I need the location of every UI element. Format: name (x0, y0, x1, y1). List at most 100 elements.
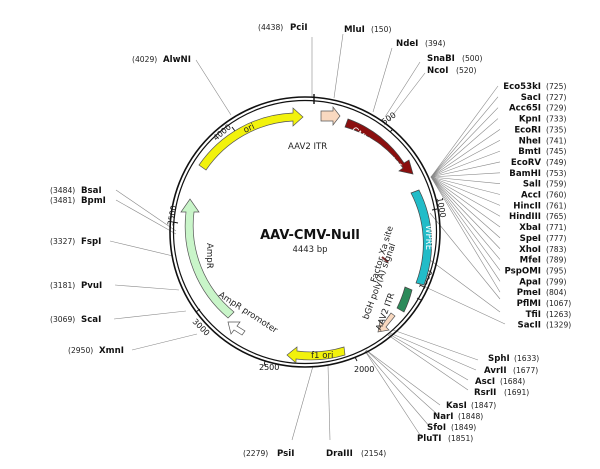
site-name: AvrII (484, 366, 507, 376)
site-connector (430, 176, 501, 239)
site-name: PflMI (517, 299, 541, 309)
site-pos: (729) (546, 104, 566, 113)
site-name: NcoI (427, 66, 448, 76)
site-name: PsiI (277, 449, 294, 459)
site-pos: (2279) (243, 449, 268, 458)
site-name: SacI (521, 93, 541, 103)
site-pos: (1067) (546, 299, 571, 308)
plasmid-size: 4443 bp (292, 245, 327, 255)
tick-2000: 2000 (354, 365, 374, 374)
site-name: SphI (488, 354, 510, 364)
site-pos: (1263) (546, 310, 571, 319)
site-name: BpmI (81, 196, 106, 206)
site-connector (430, 176, 501, 260)
site-pos: (753) (546, 169, 566, 178)
site-pos: (804) (546, 288, 566, 297)
site-name: SnaBI (427, 54, 455, 64)
site-name: BsaI (81, 186, 102, 196)
site-connector (430, 129, 501, 178)
site-name: Eco53kI (503, 82, 541, 92)
site-connector (430, 107, 499, 178)
left-site-labels: (4029) AlwNI (3484) BsaI (3481) BpmI (33… (50, 55, 191, 356)
site-pos: (1633) (514, 354, 539, 363)
site-pos: (795) (546, 266, 566, 275)
site-name: SpeI (520, 234, 541, 244)
aav2-itr-bottom-feature (377, 312, 396, 333)
site-pos: (520) (456, 66, 476, 75)
site-connector (430, 176, 501, 249)
site-name: PciI (290, 23, 308, 33)
bgh-polya-feature (396, 286, 413, 313)
site-connector (430, 150, 501, 178)
site-name: NarI (433, 412, 453, 422)
site-connector (430, 176, 501, 195)
tick-3500: 3500 (166, 205, 178, 227)
site-name: PluTI (417, 434, 441, 444)
site-name: SfoI (427, 423, 446, 433)
site-name: ApaI (519, 277, 541, 287)
site-name: BmtI (518, 147, 541, 157)
right-site-labels: Eco53kI(725)SacI(727)Acc65I(729)KpnI(733… (503, 82, 571, 331)
site-name: KpnI (519, 115, 541, 125)
ampr-feature (180, 198, 235, 319)
site-connector (430, 85, 499, 178)
site-name: HindIII (509, 212, 541, 222)
site-name: EcoRV (511, 158, 541, 168)
site-name: PvuI (81, 281, 102, 291)
site-connector (430, 96, 499, 178)
site-pos: (3481) (50, 196, 75, 205)
site-pos: (727) (546, 93, 566, 102)
site-connector (430, 176, 501, 293)
site-connector (430, 161, 501, 178)
site-pos: (760) (546, 191, 566, 200)
ampr-promoter-feature (227, 321, 246, 336)
site-name: EcoRI (514, 125, 541, 135)
site-connector (430, 139, 501, 178)
top-site-labels: (4438) PciI MluI (150) NdeI (394) SnaBI … (258, 23, 482, 76)
plasmid-name: AAV-CMV-Null (260, 228, 360, 243)
site-pos: (2950) (68, 346, 93, 355)
site-pos: (2154) (361, 449, 386, 458)
site-connector (430, 176, 501, 206)
ori-label: ori (242, 122, 256, 136)
site-connector (430, 176, 501, 228)
site-pos: (394) (425, 39, 445, 48)
site-name: XmnI (99, 346, 124, 356)
factor-xa-feature (381, 256, 389, 263)
site-name: XhoI (519, 245, 541, 255)
aav2-itr-top-feature (320, 105, 341, 127)
site-pos: (1849) (451, 423, 476, 432)
site-connector (430, 172, 501, 178)
site-name: ScaI (81, 315, 101, 325)
site-name: MfeI (520, 256, 541, 266)
site-connector (430, 176, 501, 217)
site-name: BamHI (509, 169, 541, 179)
tick-1000: 1000 (435, 197, 447, 219)
site-pos: (741) (546, 136, 566, 145)
site-pos: (735) (546, 125, 566, 134)
site-pos: (765) (546, 212, 566, 221)
site-pos: (3327) (50, 237, 75, 246)
ampr-label: AmpR (204, 243, 214, 269)
site-name: NheI (519, 136, 541, 146)
tick-500: 500 (380, 111, 398, 127)
site-name: AlwNI (163, 55, 191, 65)
site-pos: (759) (546, 180, 566, 189)
right-site-connectors (430, 85, 501, 293)
site-name: SalI (523, 180, 541, 190)
wpre-label: WPRE (423, 225, 433, 250)
site-pos: (749) (546, 158, 566, 167)
site-pos: (789) (546, 256, 566, 265)
site-name: RsrII (474, 388, 496, 398)
site-pos: (150) (371, 25, 391, 34)
aav2-itr-top-label: AAV2 ITR (288, 142, 327, 152)
wpre-feature (410, 189, 432, 286)
backbone-inner-ring (172, 99, 438, 365)
site-pos: (500) (462, 54, 482, 63)
site-name: XbaI (519, 223, 541, 233)
site-pos: (799) (546, 277, 566, 286)
site-pos: (783) (546, 245, 566, 254)
site-pos: (1848) (458, 412, 483, 421)
